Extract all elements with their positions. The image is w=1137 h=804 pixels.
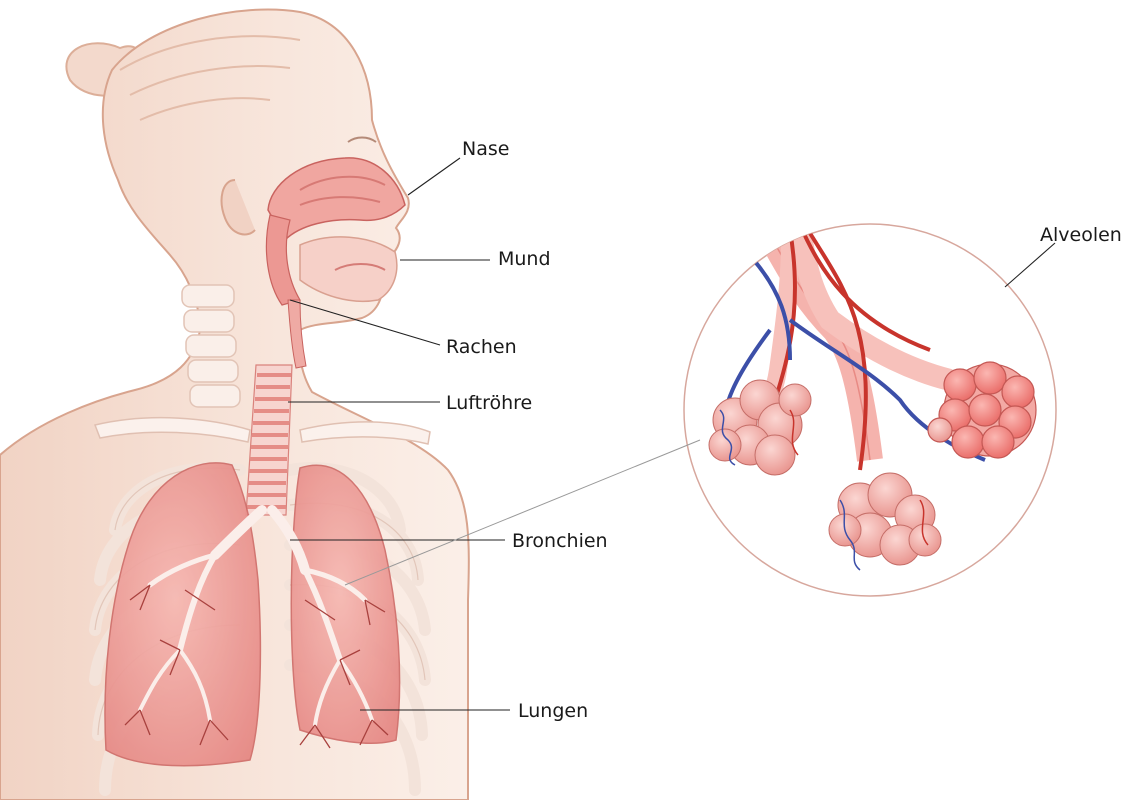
label-bronchi: Bronchien: [512, 532, 608, 551]
leader-alveoli: [1005, 243, 1055, 287]
label-mouth: Mund: [498, 250, 551, 269]
label-trachea: Luftröhre: [446, 394, 532, 413]
label-alveoli: Alveolen: [1040, 226, 1122, 245]
label-pharynx: Rachen: [446, 338, 517, 357]
cervical-spine: [182, 285, 240, 407]
leader-nose: [408, 158, 460, 195]
label-lungs: Lungen: [518, 702, 588, 721]
alveoli-detail: [684, 224, 1056, 596]
label-nose: Nase: [462, 140, 509, 159]
